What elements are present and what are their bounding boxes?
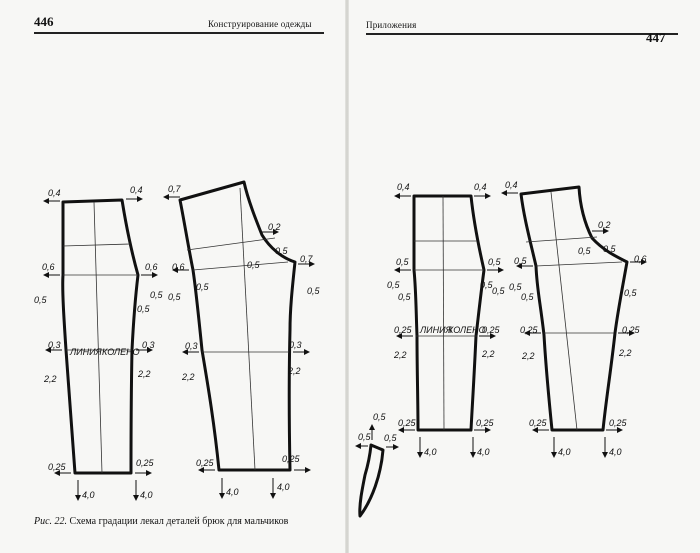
lf-dim-leg-left: 2,2 [43,374,57,384]
rf-dim-knee-left: 0,25 [394,325,413,335]
lb-dim-knee-right: 0,3 [289,340,302,350]
rf-dim-hip-left: 0,5 [396,257,410,267]
left-page: 446 Конструирование одежды Рис. 22. Схем… [34,14,324,527]
rf-knee-line-label-1: ЛИНИЯ [419,325,453,335]
lb-dim-inner: 0,5 [247,260,261,270]
knee-line-label-1: ЛИНИЯ [69,347,103,357]
lf-dim-hip-left: 0,6 [42,262,55,272]
lb-dim-hip-right: 0,7 [300,254,314,264]
rb-dim-crotch-mid: 0,5 [603,244,617,254]
rf-dim-crotch: 0,5 [480,280,494,290]
lb-dim-hip-left: 0,6 [172,262,185,272]
caption-text: Схема градации лекал деталей брюк для ма… [69,516,289,527]
right-page: Приложения 447 [350,0,700,553]
rb-dim-seat-inner: 0,5 [521,292,535,302]
rf-dim-waist-left: 0,4 [397,182,410,192]
rb-dim-hip-right: 0,6 [634,254,647,264]
left-back-piece: 0,7 0,2 0,5 0,5 0,6 0,5 0,5 0,7 0,5 0,3 … [163,180,321,499]
lb-dim-seat-inner: 0,5 [196,282,210,292]
wb-dim-top: 0,5 [373,412,387,422]
left-running-title: Конструирование одежды [208,19,312,29]
rf-dim-hip-right: 0,5 [488,257,502,267]
rf-dim-knee-right: 0,25 [482,325,501,335]
wb-dim-left: 0,5 [358,432,372,442]
lb-dim-length-right: 4,0 [277,482,290,492]
lf-dim-seat-right: 0,5 [150,290,164,300]
rb-dim-seat-right: 0,5 [624,288,638,298]
rb-dim-length-left: 4,0 [558,447,571,457]
left-page-number: 446 [34,14,54,29]
lf-dim-knee-left: 0,3 [48,340,61,350]
right-front-piece: 0,4 0,4 0,5 0,5 0,5 0,5 0,5 0,5 0,25 0,2… [387,182,506,458]
lf-dim-length-right: 4,0 [140,490,153,500]
figure-caption: Рис. 22. Схема градации лекал деталей бр… [34,516,288,527]
rf-dim-length-right: 4,0 [477,447,490,457]
rf-dim-hem-left: 0,25 [398,418,417,428]
rf-dim-leg-right: 2,2 [481,349,495,359]
rf-dim-seat-right: 0,5 [492,286,506,296]
lb-dim-knee-left: 0,3 [185,341,198,351]
lf-dim-knee-right: 0,3 [142,340,155,350]
rf-dim-hem-right: 0,25 [476,418,495,428]
book-gutter [345,0,349,553]
lf-dim-waist-right: 0,4 [130,185,143,195]
lf-dim-length-left: 4,0 [82,490,95,500]
lb-dim-length-left: 4,0 [226,487,239,497]
knee-line-label-2: КОЛЕНО [102,347,140,357]
rf-dim-seat-left: 0,5 [387,280,401,290]
rb-dim-hem-left: 0,25 [529,418,548,428]
rb-dim-knee-right: 0,25 [622,325,641,335]
rb-dim-length-right: 4,0 [609,447,622,457]
rf-dim-waist-right: 0,4 [474,182,487,192]
right-back-piece: 0,4 0,2 0,5 0,5 0,5 0,6 0,5 0,5 0,5 0,25… [501,180,647,458]
lb-dim-waist: 0,7 [168,184,182,194]
lf-dim-hip-right: 0,6 [145,262,158,272]
rb-dim-leg-left: 2,2 [521,351,535,361]
lb-dim-seat-right: 0,5 [307,286,321,296]
rb-dim-knee-left: 0,25 [520,325,539,335]
lb-dim-crotch-mid: 0,5 [275,246,289,256]
rb-dim-crotch-top: 0,2 [598,220,611,230]
right-page-number: 447 [646,30,666,45]
rb-dim-hem-right: 0,25 [609,418,628,428]
lb-dim-crotch-top: 0,2 [268,222,281,232]
right-running-title: Приложения [366,20,417,30]
lf-dim-waist-left: 0,4 [48,188,61,198]
caption-label: Рис. 22. [34,516,68,527]
lb-dim-hem-left: 0,25 [196,458,215,468]
lf-dim-leg-right: 2,2 [137,369,151,379]
rf-dim-leg-left: 2,2 [393,350,407,360]
right-header-rule [366,33,678,35]
rb-dim-inner: 0,5 [578,246,592,256]
rb-dim-hip-left: 0,5 [514,256,528,266]
lb-dim-seat-left: 0,5 [168,292,182,302]
wb-dim-right: 0,5 [384,433,398,443]
rf-knee-line-label-2: КОЛЕНО [448,325,486,335]
lf-dim-crotch: 0,5 [137,304,151,314]
rf-dim-seat-inner: 0,5 [398,292,412,302]
left-front-piece: 0,4 0,4 0,6 0,6 0,5 0,5 0,5 0,3 0,3 2,2 … [34,185,164,501]
lf-dim-hem-left: 0,25 [48,462,67,472]
left-header-rule [34,32,324,34]
rb-dim-waist: 0,4 [505,180,518,190]
lf-dim-seat-left: 0,5 [34,295,48,305]
lb-dim-leg-right: 2,2 [287,366,301,376]
waistband-piece: 0,5 0,5 0,5 [355,412,399,518]
lf-dim-hem-right: 0,25 [136,458,155,468]
rf-dim-length-left: 4,0 [424,447,437,457]
rb-dim-leg-right: 2,2 [618,348,632,358]
lb-dim-leg-left: 2,2 [181,372,195,382]
lb-dim-hem-right: 0,25 [282,454,301,464]
rb-dim-seat-left: 0,5 [509,282,523,292]
